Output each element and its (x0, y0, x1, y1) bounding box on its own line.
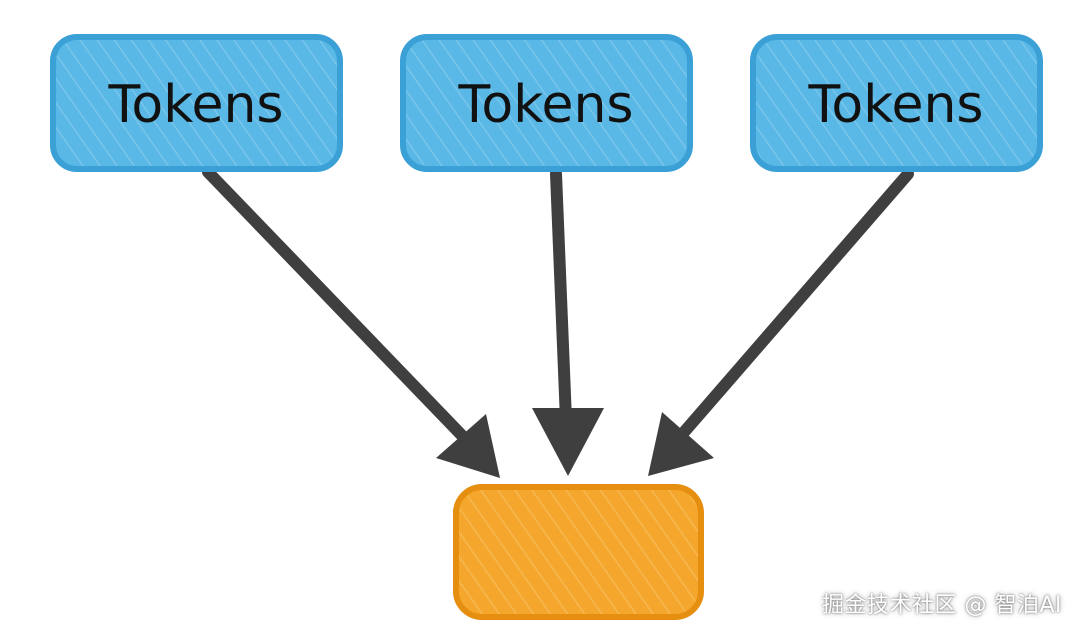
token-label-1: Tokens (107, 75, 283, 135)
arrow-head-2 (532, 408, 604, 476)
token-box-3-texture (756, 40, 1037, 166)
token-box-1-texture (56, 40, 337, 166)
arrow-token-2-to-target (532, 168, 604, 476)
watermark: 掘金技术社区 @ 智泊AI (821, 593, 1062, 618)
token-box-3: Tokens (750, 34, 1043, 172)
token-box-1: Tokens (50, 34, 343, 172)
arrow-group (202, 166, 914, 478)
arrow-line-2 (550, 168, 572, 426)
token-label-2: Tokens (457, 75, 633, 135)
arrow-line-1 (202, 166, 480, 454)
arrow-head-3 (648, 412, 714, 476)
target-box (453, 484, 704, 620)
token-label-3: Tokens (807, 75, 983, 135)
arrow-token-3-to-target (648, 168, 914, 476)
token-box-2: Tokens (400, 34, 693, 172)
arrow-head-1 (436, 414, 500, 478)
arrow-token-1-to-target (202, 166, 500, 478)
target-box-texture (459, 490, 698, 614)
token-box-2-texture (406, 40, 687, 166)
arrow-line-3 (666, 168, 914, 452)
